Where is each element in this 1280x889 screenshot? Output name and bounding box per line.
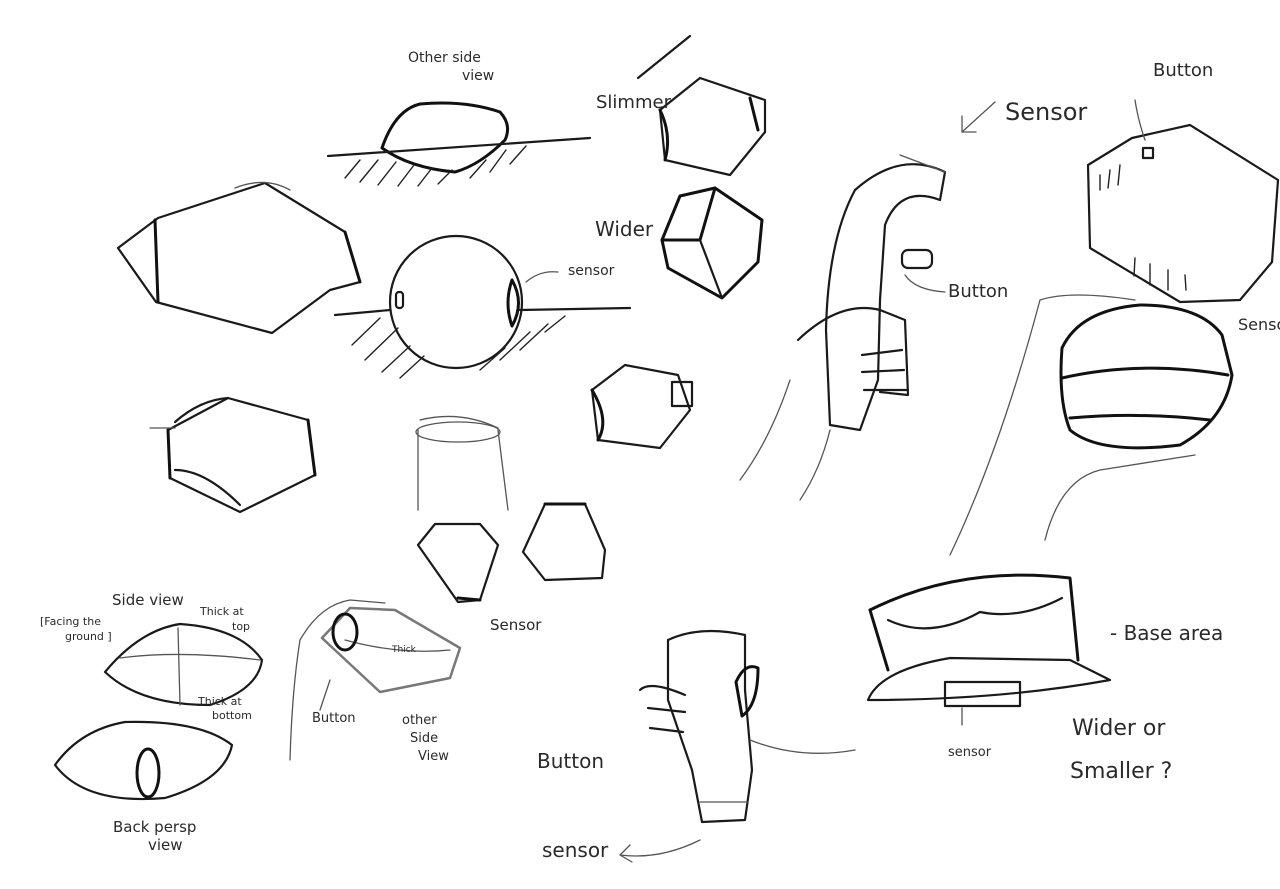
label-side-view: Side view — [112, 591, 184, 609]
label-sensor-iron: sensor — [948, 745, 992, 760]
label-button-handle: Button — [948, 281, 1008, 302]
other-side-view-sketch — [326, 101, 592, 187]
slimmer-shape-sketch — [636, 34, 767, 177]
wider-shape-sketch — [660, 186, 764, 300]
label-other-b3: View — [418, 749, 449, 764]
label-sensor-hand: Sensor — [490, 616, 542, 634]
label-sensor-sphere: sensor — [568, 263, 615, 279]
label-thick-bottom-2: bottom — [212, 709, 252, 722]
small-hexagon-sketch — [590, 363, 694, 450]
sphere-hand-sketch — [949, 294, 1234, 556]
label-button-bottle: Button — [537, 749, 604, 773]
label-thick-top-2: top — [232, 620, 250, 633]
arrow-sensor-main — [961, 101, 996, 133]
sphere-sensor-sketch — [333, 234, 632, 379]
label-other-side: Other side — [408, 50, 481, 66]
bottle-hand-sketch — [638, 629, 856, 824]
label-button-top-right: Button — [1153, 60, 1213, 81]
label-slimmer: Slimmer — [596, 92, 672, 113]
label-base-area: - Base area — [1110, 621, 1223, 645]
label-thick: Thick — [391, 645, 417, 655]
tapered-device-hand-sketch — [289, 599, 462, 761]
side-view-pillow-sketch — [103, 622, 264, 707]
label-wider: Wider — [595, 217, 654, 241]
hexagon-large-sketch — [116, 181, 362, 335]
label-wider-or: Wider or — [1072, 716, 1166, 741]
label-smaller: Smaller ? — [1070, 759, 1172, 784]
button-prism-sketch — [1086, 99, 1280, 304]
iron-device-sketch — [866, 573, 1112, 726]
back-perspective-sketch — [53, 720, 234, 801]
label-back-persp-2: view — [148, 836, 183, 854]
label-view: view — [462, 68, 494, 84]
label-facing-ground-2: ground ] — [65, 630, 112, 643]
label-back-persp-1: Back persp — [113, 818, 196, 836]
label-other-b2: Side — [410, 731, 438, 746]
hexagon-pair-sketch — [416, 502, 607, 604]
cup-sketch — [415, 415, 509, 511]
label-sensor-right: Sensor — [1238, 315, 1280, 334]
label-thick-bottom-1: Thick at — [197, 695, 242, 708]
label-thick-top-1: Thick at — [199, 605, 244, 618]
label-facing-ground-1: [Facing the — [40, 615, 101, 628]
label-sensor-bottle: sensor — [542, 838, 609, 862]
prism-sketch — [149, 396, 317, 514]
handle-hand-sketch — [739, 154, 947, 501]
label-other-b1: other — [402, 713, 437, 728]
label-button-hand: Button — [312, 711, 356, 726]
label-sensor-main: Sensor — [1005, 98, 1087, 126]
arrow-sensor-bottle — [619, 839, 701, 863]
